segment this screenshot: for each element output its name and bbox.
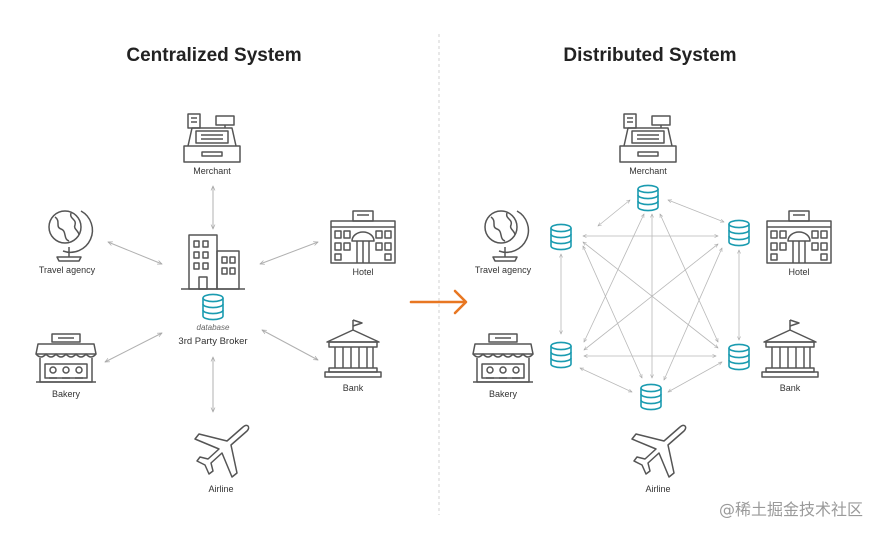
airplane-icon <box>194 424 250 478</box>
hotel-label: Hotel <box>352 267 374 277</box>
bakery-icon <box>472 333 534 383</box>
merchant-label: Merchant <box>629 166 667 176</box>
bank-icon <box>761 319 819 378</box>
merchant-icon <box>619 113 677 163</box>
centralized-connectors <box>105 186 318 412</box>
bakery-label: Bakery <box>51 389 80 399</box>
broker-label: 3rd Party Broker <box>178 336 248 347</box>
broker-database-icon <box>202 293 224 321</box>
hotel-icon <box>330 210 396 264</box>
office-building-icon <box>180 234 246 290</box>
bank-label: Bank <box>342 383 364 393</box>
airline-label: Airline <box>645 484 671 494</box>
hotel-icon <box>766 210 832 264</box>
globe-icon <box>484 210 530 262</box>
hotel-label: Hotel <box>788 267 810 277</box>
distributed-mesh <box>561 200 739 393</box>
travel-agency-label: Travel agency <box>38 265 96 275</box>
airline-database-icon <box>640 383 662 411</box>
travel-agency-label: Travel agency <box>474 265 532 275</box>
bakery-icon <box>35 333 97 383</box>
bank-icon <box>324 319 382 378</box>
bakery-label: Bakery <box>488 389 517 399</box>
distributed-title: Distributed System <box>563 45 737 66</box>
watermark: @稀土掘金技术社区 <box>718 500 863 519</box>
merchant-icon <box>183 113 241 163</box>
broker-database-caption: database <box>196 323 230 332</box>
bank-label: Bank <box>779 383 801 393</box>
globe-icon <box>48 210 94 262</box>
airplane-icon <box>631 424 687 478</box>
transition-arrow <box>409 289 468 315</box>
centralized-title: Centralized System <box>126 45 302 66</box>
bakery-database-icon <box>550 341 572 369</box>
hotel-database-icon <box>728 219 750 247</box>
merchant-database-icon <box>637 184 659 212</box>
bank-database-icon <box>728 343 750 371</box>
travel-agency-database-icon <box>550 223 572 251</box>
merchant-label: Merchant <box>193 166 231 176</box>
airline-label: Airline <box>208 484 234 494</box>
